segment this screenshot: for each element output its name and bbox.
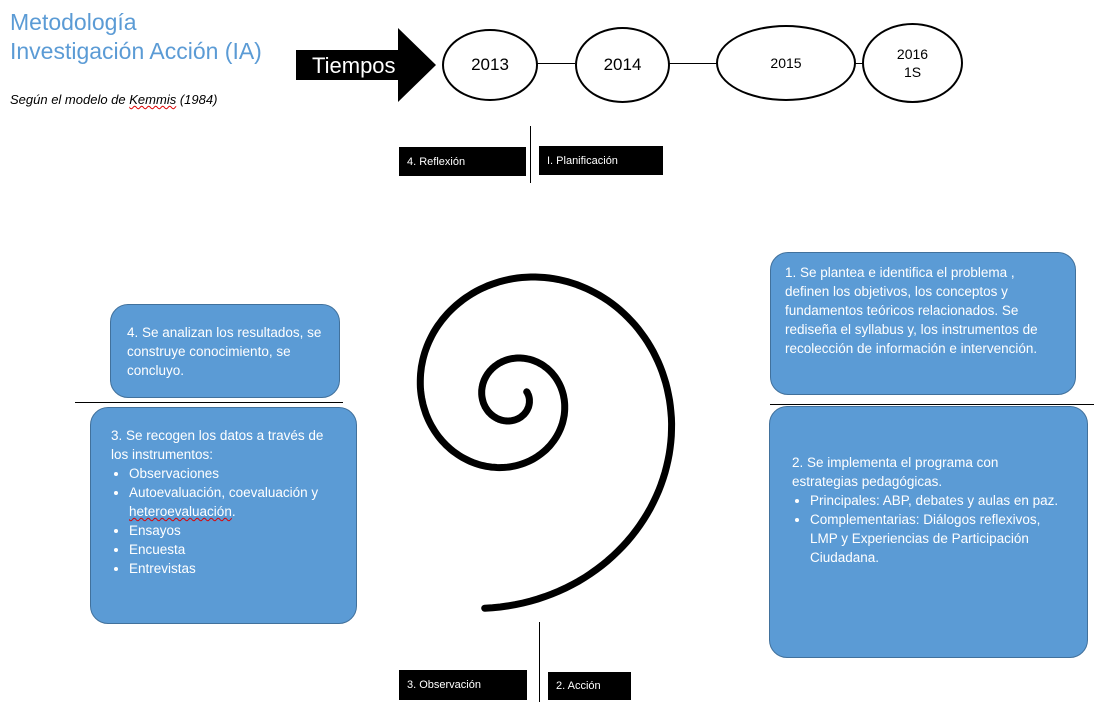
subtitle-year: (1984) bbox=[176, 92, 218, 107]
page-title: Metodología Investigación Acción (IA) bbox=[10, 8, 262, 66]
year-2015-label: 2015 bbox=[770, 55, 802, 71]
phase-label-reflexion: 4. Reflexión bbox=[399, 147, 526, 176]
box-accion-intro: 2. Se implementa el programa con estrate… bbox=[792, 455, 999, 489]
list-item: Observaciones bbox=[129, 464, 342, 483]
box-observacion-list: Observaciones Autoevaluación, coevaluaci… bbox=[111, 464, 342, 578]
year-2016-label: 2016 bbox=[896, 46, 929, 62]
list-item-text: Autoevaluación, coevaluación y bbox=[129, 485, 319, 500]
year-2014-label: 2014 bbox=[603, 55, 642, 74]
box-accion: 2. Se implementa el programa con estrate… bbox=[769, 406, 1088, 658]
year-2016: 2016 1S bbox=[862, 23, 963, 103]
box-observacion: 3. Se recogen los datos a través de los … bbox=[90, 407, 357, 624]
phase-label-planificacion: I. Planificación bbox=[539, 146, 663, 175]
box-planificacion-text: 1. Se plantea e identifica el problema ,… bbox=[785, 265, 1038, 356]
timeline-connector bbox=[667, 63, 717, 64]
divider-left bbox=[75, 402, 343, 403]
timeline-connector bbox=[535, 63, 575, 64]
axis-line-bottom bbox=[539, 622, 540, 702]
box-observacion-intro: 3. Se recogen los datos a través de los … bbox=[111, 428, 324, 462]
subtitle-author: Kemmis bbox=[129, 92, 177, 107]
time-arrow-label: Tiempos bbox=[312, 53, 396, 78]
phase-label-accion: 2. Acción bbox=[548, 672, 631, 700]
list-item: Ensayos bbox=[129, 521, 342, 540]
list-item: Autoevaluación, coevaluación y heteroeva… bbox=[129, 483, 342, 521]
subtitle: Según el modelo de Kemmis (1984) bbox=[10, 92, 217, 107]
phase-label-observacion: 3. Observación bbox=[399, 670, 527, 700]
box-accion-list: Principales: ABP, debates y aulas en paz… bbox=[792, 491, 1067, 567]
year-2013: 2013 bbox=[442, 29, 538, 101]
year-2013-label: 2013 bbox=[471, 55, 509, 74]
box-reflexion: 4. Se analizan los resultados, se constr… bbox=[110, 304, 340, 398]
axis-line-top bbox=[530, 126, 531, 183]
list-item-hetero-tail: . bbox=[231, 504, 236, 519]
list-item-hetero: heteroevaluación bbox=[129, 504, 232, 519]
year-2014: 2014 bbox=[575, 27, 670, 103]
year-2016-sub-label: 1S bbox=[903, 64, 922, 80]
divider-right bbox=[770, 404, 1094, 405]
subtitle-prefix: Según el modelo de bbox=[10, 92, 130, 107]
title-line-1: Metodología bbox=[10, 9, 137, 35]
list-item: Principales: ABP, debates y aulas en paz… bbox=[810, 491, 1067, 510]
box-planificacion: 1. Se plantea e identifica el problema ,… bbox=[770, 252, 1076, 395]
title-line-2: Investigación Acción (IA) bbox=[10, 38, 262, 64]
list-item: Encuesta bbox=[129, 540, 342, 559]
timeline-connector bbox=[853, 63, 863, 64]
box-reflexion-text: 4. Se analizan los resultados, se constr… bbox=[127, 325, 322, 378]
list-item: Entrevistas bbox=[129, 559, 342, 578]
list-item: Complementarias: Diálogos reflexivos, LM… bbox=[810, 510, 1067, 567]
year-2015: 2015 bbox=[716, 25, 856, 101]
time-arrow-icon bbox=[296, 28, 436, 102]
